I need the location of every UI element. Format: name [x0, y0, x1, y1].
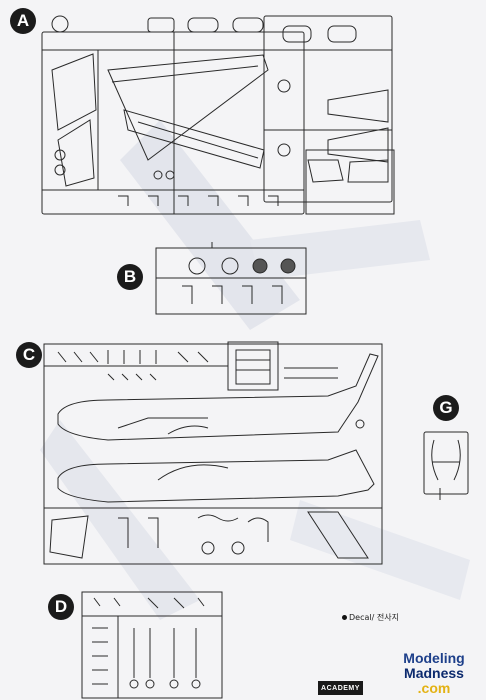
- sprue-d-frame: [81, 591, 223, 699]
- sprue-g-label: G: [433, 395, 459, 421]
- sprue-g-frame: [423, 431, 469, 500]
- watermark-line2: Madness: [404, 665, 464, 681]
- watermark: Modeling Madness .com: [384, 651, 484, 699]
- bullet-icon: [342, 615, 347, 620]
- sprue-a-frame: [41, 15, 395, 215]
- decal-note-text: Decal/ 전사지: [349, 613, 399, 622]
- brand-logo: ACADEMY: [318, 681, 363, 695]
- watermark-line1: Modeling: [403, 650, 465, 666]
- sprue-a-label: A: [10, 8, 36, 34]
- sprue-b-frame: [155, 242, 307, 315]
- sprue-c-frame: [43, 341, 383, 565]
- sprue-d-label: D: [48, 594, 74, 620]
- sprue-b-label: B: [117, 264, 143, 290]
- watermark-line3: .com: [417, 680, 451, 696]
- decal-note: Decal/ 전사지: [342, 612, 399, 623]
- sprue-c-label: C: [16, 342, 42, 368]
